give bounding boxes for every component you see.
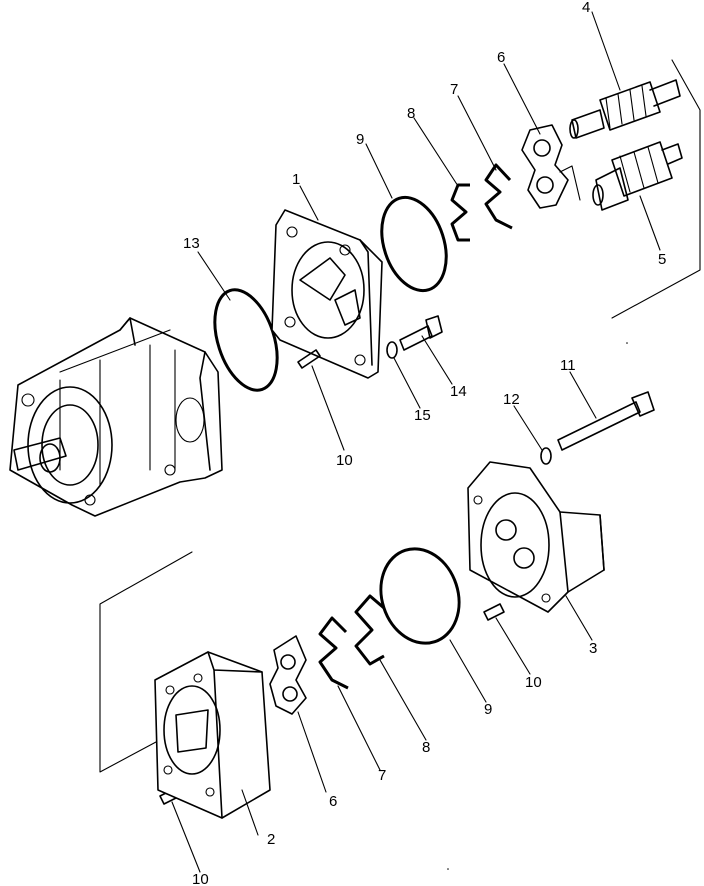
dowel-pin-10-upper xyxy=(297,349,321,369)
callout-8-upper: 8 xyxy=(407,105,415,122)
bushing-6-upper xyxy=(521,124,569,209)
callout-7-lower: 7 xyxy=(378,767,386,784)
washer-12 xyxy=(540,447,552,465)
callout-3: 3 xyxy=(589,640,597,657)
washer-15 xyxy=(386,341,398,359)
leader-lines xyxy=(171,11,661,873)
bolt-11 xyxy=(557,391,655,451)
bushing-6-lower xyxy=(269,635,307,715)
callout-15: 15 xyxy=(414,407,431,424)
drive-gear-4 xyxy=(569,79,681,139)
callout-5: 5 xyxy=(658,251,666,268)
backup-ring-7-lower xyxy=(318,616,349,690)
callout-6-lower: 6 xyxy=(329,793,337,810)
scan-speck xyxy=(626,342,628,344)
callout-7-upper: 7 xyxy=(450,81,458,98)
backup-ring-7-upper xyxy=(484,163,513,230)
group-bracket-lower xyxy=(99,551,193,773)
seal-8-upper xyxy=(450,183,470,242)
callout-10-upper: 10 xyxy=(336,452,353,469)
o-ring-9-lower xyxy=(379,547,461,645)
callout-2: 2 xyxy=(267,831,275,848)
bolt-14 xyxy=(399,315,443,351)
pump-assembly xyxy=(9,317,223,517)
o-ring-9-upper xyxy=(380,195,448,293)
callout-13: 13 xyxy=(183,235,200,252)
group-bracket-upper xyxy=(559,59,701,319)
cover-plate-1 xyxy=(271,209,383,379)
callout-6-upper: 6 xyxy=(497,49,505,66)
housing-3 xyxy=(467,461,605,613)
seal-8-lower xyxy=(354,594,385,666)
dowel-pin-10-middle xyxy=(483,603,505,621)
callout-8-lower: 8 xyxy=(422,739,430,756)
callout-10-lower: 10 xyxy=(192,871,209,886)
callout-14: 14 xyxy=(450,383,467,400)
driven-gear-5 xyxy=(592,141,683,211)
callout-10-middle: 10 xyxy=(525,674,542,691)
callout-4: 4 xyxy=(582,0,590,16)
callout-1: 1 xyxy=(292,171,300,188)
callout-9-lower: 9 xyxy=(484,701,492,718)
callout-9-upper: 9 xyxy=(356,131,364,148)
gear-housing-2 xyxy=(154,651,271,819)
callout-12: 12 xyxy=(503,391,520,408)
scan-speck xyxy=(447,868,449,870)
callout-11: 11 xyxy=(560,357,576,374)
